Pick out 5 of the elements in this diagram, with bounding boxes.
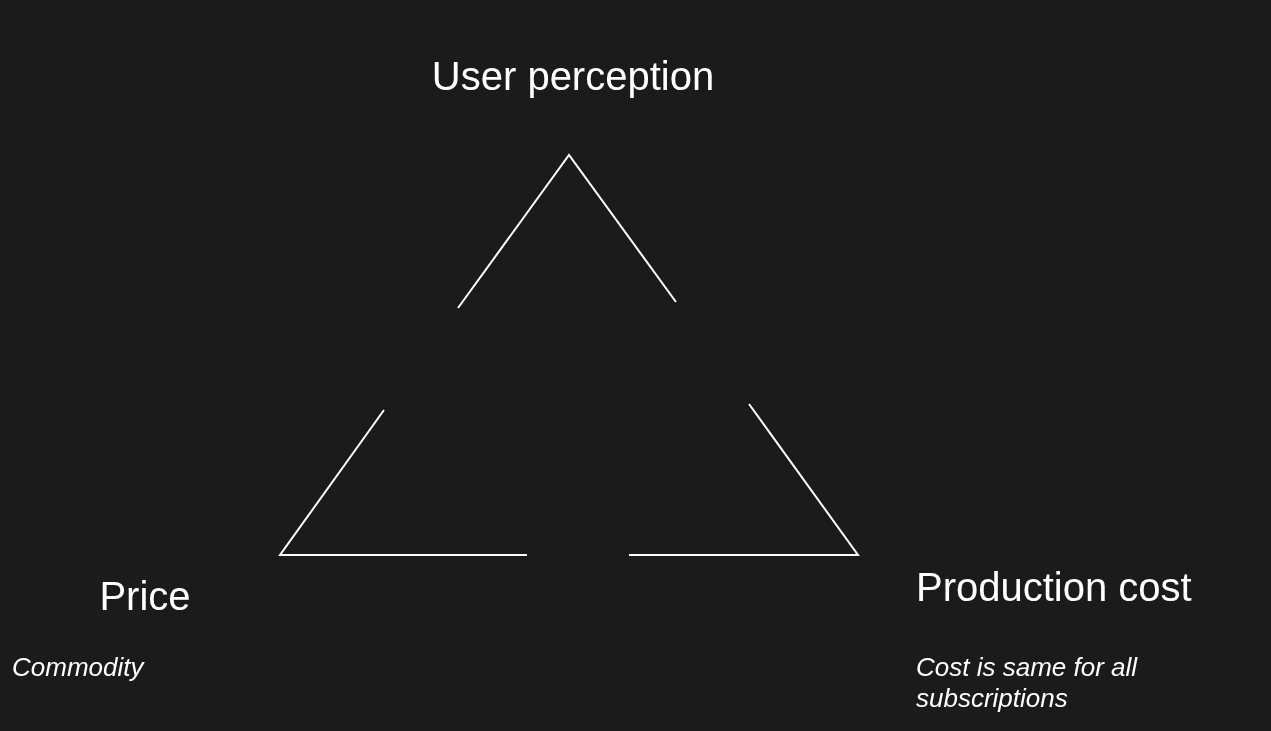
heading-label: Price bbox=[98, 573, 192, 620]
note-text: Cost is same for all subscriptions bbox=[916, 652, 1139, 715]
heading-label: Production cost bbox=[916, 564, 1193, 611]
note-text: Commodity bbox=[12, 652, 146, 684]
heading-label: User perception bbox=[430, 53, 716, 100]
